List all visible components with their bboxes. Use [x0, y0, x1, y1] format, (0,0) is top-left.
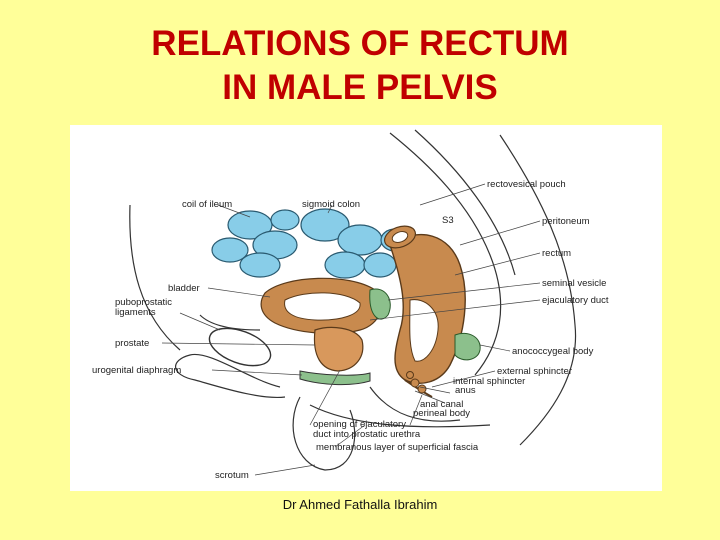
- label-urogenital-diaphragm: urogenital diaphragm: [92, 365, 181, 376]
- label-internal-sphincter: internal sphincter: [453, 376, 525, 387]
- label-s3: S3: [442, 215, 454, 226]
- label-anal-canal: anal canal: [420, 399, 463, 410]
- label-membranous-layer: membranous layer of superficial fascia: [316, 442, 479, 453]
- ileum-coils: [211, 209, 300, 278]
- abdominal-wall: [129, 204, 181, 351]
- back-contour: [499, 134, 577, 446]
- leader-lines: [161, 183, 541, 476]
- footer-author: Dr Ahmed Fathalla Ibrahim: [282, 497, 438, 512]
- anatomy-figure: rectovesical pouch coil of ileum sigmoid…: [70, 125, 662, 491]
- slide-title-line-2: IN MALE PELVIS: [222, 68, 498, 107]
- bladder-lumen: [284, 292, 361, 321]
- label-scrotum: scrotum: [215, 470, 249, 481]
- label-prostate: prostate: [115, 338, 149, 349]
- label-anus: anus: [455, 385, 476, 396]
- penis-outline: [175, 353, 286, 399]
- label-opening-2: duct into prostatic urethra: [313, 429, 421, 440]
- perineum-contour: [369, 386, 461, 422]
- label-anococcygeal-body: anococcygeal body: [512, 346, 594, 357]
- pelvis-diagram: rectovesical pouch coil of ileum sigmoid…: [92, 129, 609, 481]
- label-rectum: rectum: [542, 248, 571, 259]
- scrotum-outline: [292, 396, 356, 471]
- label-opening-1: opening of ejaculatory: [313, 419, 406, 430]
- rectum-lumen: [409, 299, 439, 362]
- label-ejaculatory-duct: ejaculatory duct: [542, 295, 609, 306]
- label-coil-of-ileum: coil of ileum: [182, 199, 232, 210]
- slide-title-line-1: RELATIONS OF RECTUM: [151, 24, 569, 63]
- sacrum-inner-outline: [414, 129, 516, 276]
- sigmoid-colon-coils: [300, 208, 410, 279]
- label-seminal-vesicle: seminal vesicle: [542, 278, 606, 289]
- seminal-vesicle-shape: [369, 288, 391, 320]
- urogenital-diaphragm-shape: [299, 370, 371, 386]
- superficial-fascia: [309, 404, 491, 428]
- prostate-shape: [313, 326, 364, 372]
- label-peritoneum: peritoneum: [542, 216, 590, 227]
- label-bladder: bladder: [168, 283, 200, 294]
- label-perineal-body: perineal body: [413, 408, 470, 419]
- anococcygeal-body-shape: [454, 332, 481, 361]
- label-rectovesical-pouch: rectovesical pouch: [487, 179, 566, 190]
- rectum-top-lumen: [391, 231, 409, 243]
- sacrum-outline: [389, 132, 502, 376]
- label-puboprostatic-1: puboprostatic: [115, 297, 172, 308]
- sphincter-rings: [406, 371, 427, 394]
- label-external-sphincter: external sphincter: [497, 366, 572, 377]
- slide-title: RELATIONS OF RECTUM IN MALE PELVIS: [0, 22, 720, 110]
- pubic-bone: [208, 327, 272, 367]
- label-sigmoid-colon: sigmoid colon: [302, 199, 360, 210]
- pubis-outline: [199, 314, 261, 331]
- label-puboprostatic-2: ligaments: [115, 307, 156, 318]
